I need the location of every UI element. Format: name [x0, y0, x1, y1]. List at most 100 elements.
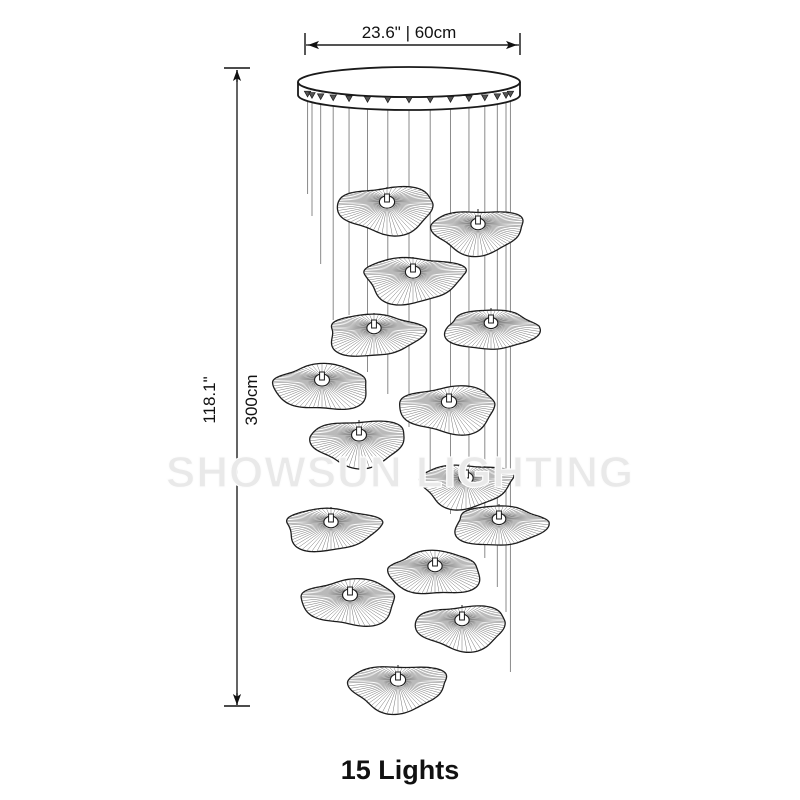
shade-rib — [287, 518, 325, 522]
shade-rib — [474, 328, 489, 348]
shade-rib — [314, 431, 353, 434]
shade-rib — [462, 313, 487, 320]
shade-rib — [422, 474, 460, 478]
shade-rib — [348, 193, 382, 200]
shade-rib — [464, 605, 482, 616]
shade-rib — [378, 332, 405, 349]
shade-rib — [373, 208, 385, 231]
shade-rib — [424, 480, 460, 489]
shade-rib — [398, 570, 430, 587]
lamp-shade[interactable] — [399, 385, 496, 436]
shade-rib — [377, 318, 398, 325]
shade-rib — [363, 272, 406, 274]
shade-rib — [435, 572, 440, 593]
shade-hub-collar — [459, 611, 465, 621]
shade-ribs — [399, 385, 495, 436]
shade-rib — [433, 610, 458, 617]
shade-rib — [462, 513, 494, 518]
shade-rib — [286, 385, 317, 404]
shade-rib — [401, 666, 422, 676]
shade-rib — [364, 439, 394, 455]
shade-rib — [380, 324, 420, 328]
shade-rib — [450, 385, 460, 398]
shade-rib — [477, 524, 496, 545]
lamp-shade[interactable] — [418, 464, 515, 511]
shade-rib — [395, 562, 429, 566]
lamp-shade[interactable] — [336, 185, 434, 237]
lamp-shade[interactable] — [414, 605, 506, 653]
cable-connector — [446, 96, 455, 103]
shade-rib — [382, 277, 409, 301]
shade-rib — [439, 570, 472, 591]
shade-rib — [337, 320, 369, 326]
lamp-shade[interactable] — [387, 549, 481, 595]
shade-rib — [337, 202, 380, 204]
shade-rib — [362, 207, 383, 227]
shade-rib — [471, 468, 507, 476]
shade-rib — [440, 560, 472, 565]
shade-rib — [418, 407, 445, 426]
shade-rib — [390, 208, 413, 232]
shade-rib — [394, 202, 434, 206]
shade-rib — [335, 513, 358, 519]
shade-rib — [443, 465, 463, 475]
shade-rib — [423, 624, 457, 638]
shade-rib — [486, 329, 491, 350]
shade-rib — [484, 221, 523, 224]
lamp-shade[interactable] — [300, 577, 396, 627]
lamp-shade[interactable] — [346, 666, 448, 716]
shade-rib — [376, 316, 391, 324]
shade-rib — [378, 319, 401, 325]
shade-rib — [283, 384, 317, 401]
shade-rib — [392, 191, 425, 199]
shade-rib — [469, 466, 487, 475]
shade-rib — [405, 682, 442, 691]
lamp-shade[interactable] — [309, 420, 405, 470]
lamp-shade[interactable] — [271, 362, 367, 411]
shade-rib — [365, 208, 384, 228]
shade-rib — [419, 275, 456, 286]
shade-rib — [294, 514, 326, 520]
shade-rib — [405, 680, 445, 684]
shade-rib — [353, 600, 381, 624]
shade-rib — [327, 384, 364, 403]
shade-rib — [435, 625, 458, 642]
shade-rib — [366, 436, 404, 441]
shade-hub-collar — [371, 319, 377, 329]
shade-rib — [303, 366, 320, 376]
lamp-shade[interactable] — [363, 256, 467, 306]
shade-rib — [468, 616, 503, 620]
shade-rib — [332, 601, 348, 622]
shade-rib — [477, 507, 496, 516]
shade-rib — [415, 260, 430, 268]
shade-rib — [349, 206, 382, 223]
shade-rib — [399, 403, 442, 408]
shade-rib — [331, 331, 368, 345]
shade-rib — [469, 467, 492, 475]
shade-rib — [437, 218, 472, 223]
shade-rib — [388, 566, 428, 568]
shade-rib — [464, 511, 494, 517]
shade-rib — [446, 609, 460, 616]
shade-rib — [385, 260, 409, 269]
shade-rib — [404, 673, 447, 679]
lamp-shade[interactable] — [454, 505, 550, 546]
shade-rib — [407, 556, 431, 563]
shade-rib — [429, 611, 458, 618]
shade-rib — [344, 441, 358, 466]
shade-rib — [323, 386, 337, 410]
shade-rib — [420, 273, 462, 278]
cable-connector — [493, 93, 502, 101]
shade-rib — [473, 310, 489, 320]
shade-rib — [336, 582, 348, 591]
shade-rib — [337, 203, 380, 211]
lamp-shade[interactable] — [429, 211, 524, 258]
lamp-shade[interactable] — [443, 309, 542, 350]
shade-rib — [472, 473, 514, 478]
shade-rib — [379, 666, 396, 676]
shade-rib — [412, 553, 432, 563]
lamp-shade[interactable] — [330, 313, 428, 357]
shade-rib — [460, 484, 466, 510]
shade-hub-collar — [488, 314, 494, 324]
lamp-shade[interactable] — [285, 507, 384, 553]
